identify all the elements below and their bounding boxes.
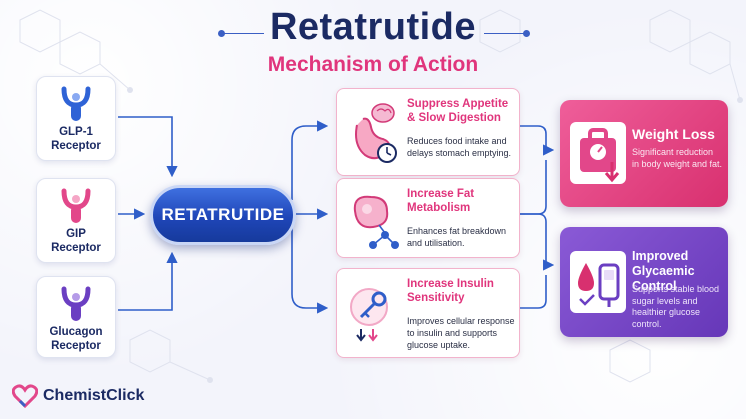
outcome-weight-desc-line1: Significant reduction xyxy=(632,147,714,157)
outcome-glycaemic-desc-line1: Supports stable blood xyxy=(632,284,720,294)
brand-logo: ChemistClick xyxy=(12,384,144,408)
gip-receptor-card: GIP Receptor xyxy=(36,178,116,263)
action-insulin-desc-line2: to insulin and supports xyxy=(407,328,498,338)
title-right-line xyxy=(484,33,526,34)
glucagon-receptor-card: Glucagon Receptor xyxy=(36,276,116,358)
action-fat-desc-line1: Enhances fat breakdown xyxy=(407,226,507,236)
action-fat-title-line2: Metabolism xyxy=(407,202,471,214)
outcome-card-glycaemic: Improved Glycaemic Control Supports stab… xyxy=(560,227,728,337)
action-appetite-title-line2: & Slow Digestion xyxy=(407,112,501,124)
action-fat-title: Increase Fat Metabolism xyxy=(407,187,517,215)
glp1-receptor-card: GLP-1 Receptor xyxy=(36,76,116,161)
glp1-receptor-label-line2: Receptor xyxy=(51,140,101,152)
glp1-receptor-label-line1: GLP-1 xyxy=(59,126,93,138)
action-insulin-desc: Improves cellular response to insulin an… xyxy=(407,315,519,351)
action-card-insulin: Increase Insulin Sensitivity Improves ce… xyxy=(336,268,520,358)
action-fat-desc-line2: and utilisation. xyxy=(407,238,465,248)
action-fat-desc: Enhances fat breakdown and utilisation. xyxy=(407,225,519,249)
page-title: Retatrutide xyxy=(269,6,477,48)
action-card-fat: Increase Fat Metabolism Enhances fat bre… xyxy=(336,178,520,258)
glp1-receptor-icon xyxy=(61,86,91,121)
page-subtitle: Mechanism of Action xyxy=(267,53,479,76)
outcome-glycaemic-title-line2: Glycaemic Control xyxy=(632,264,695,293)
action-fat-title-line1: Increase Fat xyxy=(407,188,475,200)
gip-receptor-label-line2: Receptor xyxy=(51,242,101,254)
outcome-glycaemic-title-line1: Improved xyxy=(632,249,689,263)
outcome-card-weight-loss: Weight Loss Significant reduction in bod… xyxy=(560,100,728,207)
action-insulin-title-line2: Sensitivity xyxy=(407,292,465,304)
outcome-glycaemic-title: Improved Glycaemic Control xyxy=(632,249,726,294)
action-card-appetite: Suppress Appetite & Slow Digestion Reduc… xyxy=(336,88,520,176)
outcome-glucose-icon-frame xyxy=(570,251,626,313)
retatrutide-pill: RETATRUTIDE xyxy=(150,185,296,245)
glucagon-receptor-label-line2: Receptor xyxy=(51,340,101,352)
action-appetite-desc-line2: delays stomach emptying. xyxy=(407,148,512,158)
scale-down-icon xyxy=(580,128,620,183)
stomach-brain-timer-icon xyxy=(355,103,397,163)
glucose-meter-icon xyxy=(578,263,620,307)
action-appetite-title-line1: Suppress Appetite xyxy=(407,98,509,110)
glucagon-receptor-icon xyxy=(61,286,91,321)
insulin-key-icon xyxy=(350,288,388,342)
brand-name: ChemistClick xyxy=(43,387,145,404)
outcome-weight-title: Weight Loss xyxy=(632,126,715,142)
outcome-glycaemic-desc-line2: sugar levels and xyxy=(632,295,698,306)
outcome-weight-desc: Significant reduction in body weight and… xyxy=(632,147,726,170)
gip-receptor-icon xyxy=(61,188,91,223)
action-appetite-title: Suppress Appetite & Slow Digestion xyxy=(407,97,517,125)
gip-receptor-label-line1: GIP xyxy=(66,228,86,240)
heart-logo-icon xyxy=(12,384,38,408)
action-appetite-desc: Reduces food intake and delays stomach e… xyxy=(407,135,519,159)
action-insulin-desc-line1: Improves cellular response xyxy=(407,316,515,326)
action-insulin-title: Increase Insulin Sensitivity xyxy=(407,277,517,305)
fat-cell-icon xyxy=(353,195,399,249)
action-appetite-desc-line1: Reduces food intake and xyxy=(407,136,507,146)
outcome-glycaemic-desc-line3: healthier glucose control. xyxy=(632,307,701,329)
outcome-weight-desc-line2: in body weight and fat. xyxy=(632,158,723,169)
action-insulin-desc-line3: glucose uptake. xyxy=(407,340,471,350)
title-left-line xyxy=(222,33,264,34)
action-insulin-title-line1: Increase Insulin xyxy=(407,278,494,290)
outcome-weight-icon-frame xyxy=(570,122,626,184)
title-right-dot xyxy=(523,30,530,37)
title-left-dot xyxy=(218,30,225,37)
glucagon-receptor-label-line1: Glucagon xyxy=(49,326,103,338)
outcome-glycaemic-desc: Supports stable blood sugar levels and h… xyxy=(632,284,726,330)
